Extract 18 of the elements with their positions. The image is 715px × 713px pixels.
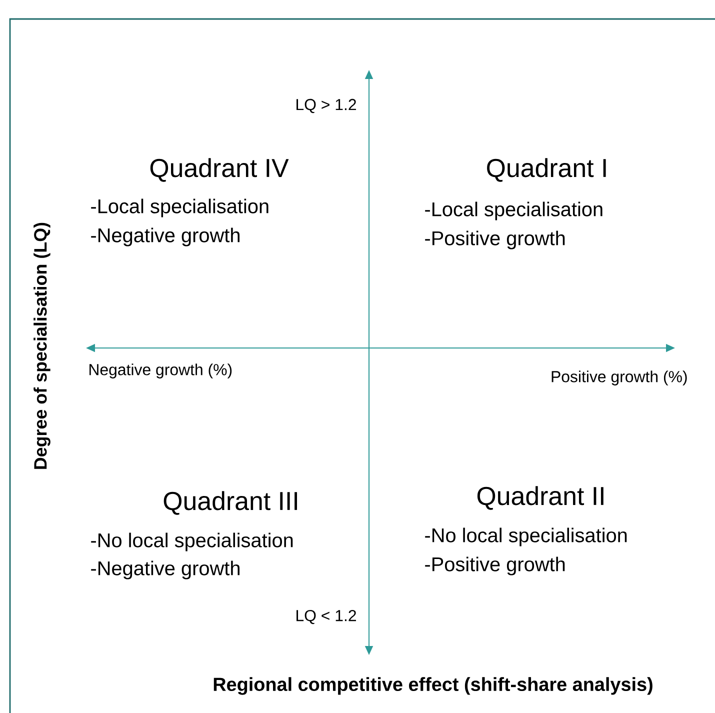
axis-label: LQ > 1.2: [296, 98, 356, 114]
quadrant-text: -Positive growth: [425, 230, 565, 250]
quadrant-text: -Local specialisation: [425, 202, 602, 220]
quadrant-text: -Negative growth: [91, 560, 240, 580]
quadrant-heading: Quadrant II: [477, 486, 604, 510]
quadrant-text: -No local specialisation: [91, 532, 293, 552]
quadrant-heading: Quadrant III: [164, 491, 297, 515]
axis-title: Regional competitive effect (shift-share analysis): [214, 677, 652, 695]
axis-label: Positive growth (%): [552, 370, 687, 386]
quadrant-text: -Local specialisation: [91, 198, 268, 218]
axis-title: Degree of specialisation (LQ): [34, 222, 50, 469]
quadrant-text: -Negative growth: [91, 228, 240, 246]
axis-label: LQ < 1.2: [296, 610, 356, 624]
quadrant-text: -No local specialisation: [425, 528, 627, 546]
axis-label: Negative growth (%): [90, 364, 232, 378]
quadrant-text: -Positive growth: [425, 556, 565, 576]
quadrant-heading: Quadrant I: [487, 158, 606, 182]
quadrant-heading: Quadrant IV: [150, 158, 289, 182]
